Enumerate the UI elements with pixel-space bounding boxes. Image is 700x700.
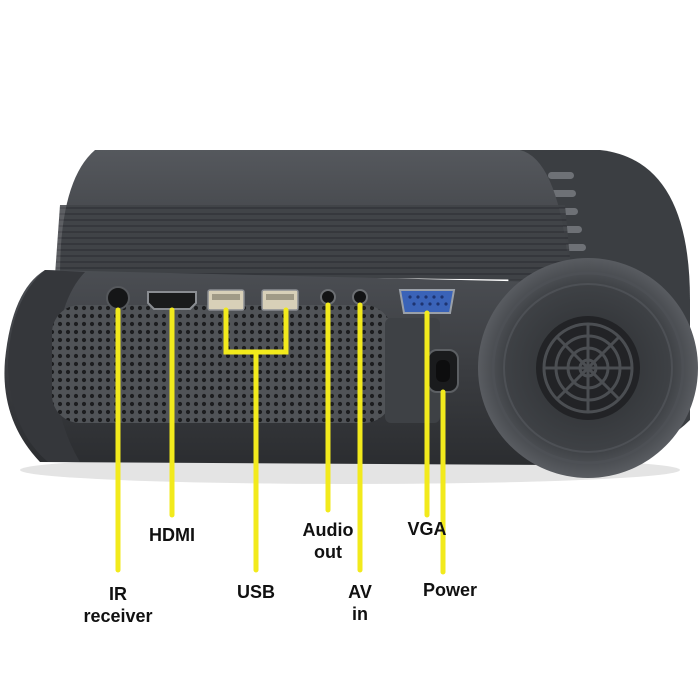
label-audio-out: Audio out <box>293 519 363 563</box>
label-hdmi: HDMI <box>138 524 206 546</box>
callout-lines <box>115 302 446 575</box>
label-usb-line1: USB <box>236 582 275 602</box>
label-power: Power <box>410 579 490 601</box>
ir-receiver-port <box>106 286 130 310</box>
speaker-grille <box>52 305 392 423</box>
label-ir-line2: receiver <box>83 606 153 626</box>
label-usb: USB <box>226 581 286 603</box>
label-audio-line2: out <box>314 542 342 562</box>
usb-port-2 <box>261 289 299 311</box>
label-power-line1: Power <box>422 580 478 600</box>
audio-out-port <box>320 289 336 305</box>
power-port <box>427 349 459 393</box>
label-vga-line1: VGA <box>407 519 447 539</box>
label-ir-receiver: IR receiver <box>78 583 158 627</box>
label-hdmi-line1: HDMI <box>149 525 195 545</box>
av-in-port <box>352 289 368 305</box>
label-ir-line1: IR <box>109 584 127 604</box>
callout-line-usb <box>223 307 289 573</box>
label-av-line2: in <box>352 604 368 624</box>
label-audio-line1: Audio <box>302 520 354 540</box>
left-end-cap <box>8 270 85 462</box>
vga-port <box>398 289 456 314</box>
hdmi-port <box>147 291 197 310</box>
label-av-line1: AV <box>348 582 372 602</box>
usb-port-1 <box>207 289 245 311</box>
label-av-in: AV in <box>334 581 386 625</box>
top-vent-ribs <box>55 205 572 280</box>
lens-fan-cover <box>478 258 698 478</box>
label-vga: VGA <box>397 518 457 540</box>
